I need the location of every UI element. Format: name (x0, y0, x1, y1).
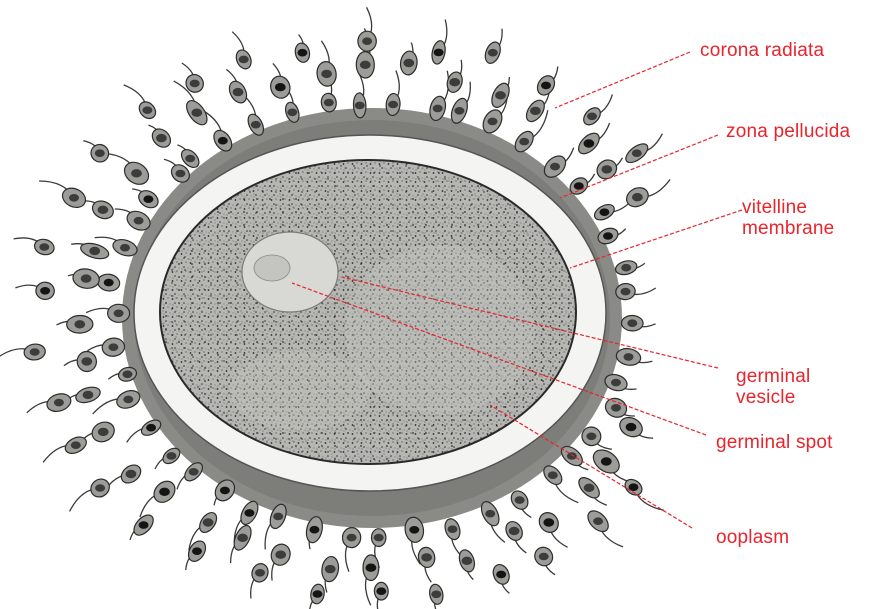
follicle-cell (535, 509, 567, 547)
follicle-cell (315, 41, 338, 88)
follicle-cell (309, 583, 326, 609)
follicle-cell (482, 29, 503, 66)
follicle-cell (457, 548, 477, 580)
follicle-cell (623, 134, 663, 166)
follicle-cell (71, 241, 110, 262)
follicle-cell (70, 475, 113, 511)
follicle-cell (130, 512, 157, 540)
follicle-cell (385, 71, 401, 117)
follicle-cell (430, 20, 447, 66)
follicle-cell (427, 71, 448, 122)
follicle-cell (614, 259, 645, 277)
follicle-cell (268, 542, 292, 581)
follicle-cell (39, 181, 89, 211)
follicle-cell (226, 69, 250, 105)
follicle-cell (185, 538, 209, 570)
follicle-cell (124, 85, 159, 122)
follicle-cell (231, 523, 255, 563)
label-zona-pellucida: zona pellucida (726, 121, 850, 142)
follicle-cell (232, 32, 254, 71)
follicle-cell (580, 94, 612, 128)
follicle-cell (575, 123, 610, 157)
follicle-cell (249, 561, 270, 598)
follicle-cell (27, 391, 73, 414)
follicle-cell (0, 343, 46, 361)
follicle-cell (109, 154, 153, 189)
follicle-cell (575, 474, 607, 505)
label-germinal-spot: germinal spot (716, 432, 833, 453)
follicle-cell (488, 77, 512, 110)
follicle-cell (622, 476, 664, 510)
follicle-cell (399, 43, 418, 76)
label-germinal-vesicle: germinal vesicle (736, 366, 810, 408)
label-corona-radiata: corona radiata (700, 40, 824, 61)
follicle-cell (268, 63, 293, 100)
leader-line-corona-radiata (555, 52, 690, 108)
follicle-cell (294, 35, 312, 64)
label-ooplasm: ooplasm (716, 527, 789, 548)
follicle-cell (182, 63, 207, 96)
follicle-cell (615, 282, 656, 300)
follicle-cell (15, 281, 55, 300)
follicle-cell (14, 237, 56, 257)
follicle-cell (617, 414, 654, 441)
follicle-cell (57, 315, 94, 333)
follicle-cell (127, 417, 164, 442)
follicle-cell (428, 583, 445, 609)
follicle-cell (478, 499, 505, 543)
follicle-cell (593, 156, 622, 182)
follicle-cell (86, 304, 130, 322)
follicle-cell (140, 477, 179, 517)
follicle-cell (43, 434, 89, 463)
follicle-cell (149, 125, 175, 151)
follicle-cell (374, 582, 388, 609)
follicle-cell (615, 347, 652, 367)
follicle-cell (443, 517, 463, 556)
follicle-cell (358, 7, 377, 51)
label-vitelline-membrane: vitelline membrane (742, 197, 834, 239)
follicle-cell (177, 459, 206, 489)
follicle-cell (342, 527, 362, 572)
follicle-cell (540, 463, 578, 503)
follicle-cell (589, 445, 636, 483)
follicle-cell (531, 544, 556, 575)
follicle-cell (621, 315, 655, 331)
follicle-cell (83, 141, 112, 166)
follicle-cell (623, 179, 670, 210)
follicle-cell (584, 507, 623, 547)
follicle-cell (64, 350, 98, 373)
follicle-cell (132, 187, 161, 211)
follicle-cell (534, 67, 558, 99)
follicle-cell (84, 198, 116, 222)
follicle-cell (68, 267, 101, 290)
follicle-cell (490, 562, 512, 593)
follicle-cell (503, 519, 527, 553)
germinal-spot (254, 255, 290, 281)
